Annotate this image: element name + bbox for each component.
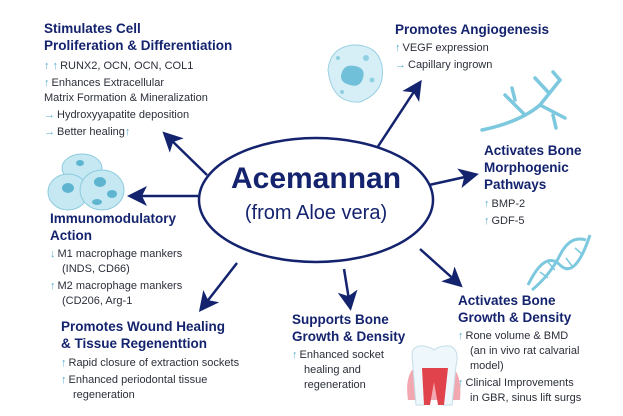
up-arrow-icon: ↑ <box>50 280 56 292</box>
center-title: Acemannan <box>230 162 402 195</box>
item-text: VEGF expression <box>402 42 489 54</box>
dna-icon <box>526 234 592 292</box>
arrow-proliferation <box>162 131 208 176</box>
item-text: Matrix Formation & Mineralization <box>44 92 208 104</box>
block-supports: Supports Bone Growth & Density ↑Enhanced… <box>292 311 422 393</box>
item-text: regeneration <box>304 379 366 391</box>
item-text: Rapid closure of extraction sockets <box>68 357 240 369</box>
down-arrow-icon: ↓ <box>50 248 56 260</box>
block-title: Growth & Density <box>292 329 406 344</box>
cell-icon <box>327 44 384 103</box>
item-text: Enhanced socket <box>299 349 384 361</box>
up-arrow-icon: ↑ ↑ <box>44 60 59 72</box>
block-title: Activates Bone <box>484 143 582 158</box>
block-title: Supports Bone <box>292 312 389 327</box>
up-arrow-icon: ↑ <box>395 42 401 54</box>
block-wound: Promotes Wound Healing & Tissue Regenent… <box>61 318 281 403</box>
up-arrow-icon: ↑ <box>61 374 67 386</box>
right-arrow-icon: → <box>44 126 55 138</box>
block-proliferation: Stimulates Cell Proliferation & Differen… <box>44 20 264 140</box>
arrow-supports <box>337 268 358 311</box>
up-arrow-icon: ↑ <box>458 377 464 389</box>
item-text: GDF-5 <box>491 215 525 227</box>
block-title: Immunomodulatory <box>50 211 177 226</box>
right-arrow-icon: → <box>395 59 406 71</box>
item-text: in GBR, sinus lift surgs <box>470 392 582 404</box>
arrow-wound <box>198 262 238 312</box>
item-text: (INDS, CD66) <box>62 263 130 275</box>
block-angiogenesis: Promotes Angiogenesis ↑VEGF expression →… <box>395 21 615 73</box>
item-text: RUNX2, OCN, OCN, COL1 <box>60 60 194 72</box>
item-text: Better healing <box>57 126 125 138</box>
item-text: Enhanced periodontal tissue <box>68 374 208 386</box>
up-arrow-icon: ↑ <box>484 215 490 227</box>
center-subtitle: (from Aloe vera) <box>244 202 388 224</box>
block-title: Promotes Wound Healing <box>61 319 226 334</box>
item-text: BMP-2 <box>491 198 526 210</box>
item-text: regeneration <box>73 389 135 401</box>
tooth-icon <box>407 345 461 406</box>
item-text: model) <box>470 360 504 372</box>
up-arrow-icon: ↑ <box>61 357 67 369</box>
arrow-morphogenic <box>428 168 479 189</box>
up-arrow-icon: ↑ <box>484 198 490 210</box>
center-ellipse <box>197 136 435 264</box>
block-title: Action <box>50 228 92 243</box>
cells-icon <box>47 153 125 211</box>
item-text: M2 macrophage mankers <box>57 280 183 292</box>
block-growth: Activates Bone Growth & Density ↑Rone vo… <box>458 292 623 406</box>
item-text: Capillary ingrown <box>408 59 493 71</box>
item-text: M1 macrophage mankers <box>57 248 183 260</box>
vessel-branch-icon <box>480 70 567 132</box>
item-text: (an in vivo rat calvarial <box>470 345 580 357</box>
block-title: Activates Bone <box>458 293 556 308</box>
item-text: Rone volume & BMD <box>465 330 569 342</box>
item-text: Clinical Improvements <box>465 377 574 389</box>
block-title: & Tissue Regenenttion <box>61 336 208 351</box>
block-title: Growth & Density <box>458 310 572 325</box>
up-arrow-icon: ↑ <box>44 77 50 89</box>
item-text: Enhances Extracellular <box>51 77 165 89</box>
block-immuno: Immunomodulatory Action ↓M1 macrophage m… <box>50 210 210 309</box>
up-arrow-icon: ↑ <box>458 330 464 342</box>
block-title: Promotes Angiogenesis <box>395 22 550 37</box>
arrow-angiogenesis <box>375 79 422 149</box>
item-text: healing and <box>304 364 361 376</box>
up-arrow-icon: ↑ <box>124 126 131 138</box>
right-arrow-icon: → <box>44 109 55 121</box>
item-text: Hydroxyyapatite deposition <box>57 109 190 121</box>
item-text: (CD206, Arg-1 <box>62 295 133 307</box>
up-arrow-icon: ↑ <box>292 349 298 361</box>
block-title: Proliferation & Differentiation <box>44 38 233 53</box>
block-title: Morphogenic <box>484 160 569 175</box>
block-morphogenic: Activates Bone Morphogenic Pathways ↑BMP… <box>484 142 619 229</box>
arrow-growth <box>419 248 463 288</box>
block-title: Pathways <box>484 177 547 192</box>
block-title: Stimulates Cell <box>44 21 141 36</box>
